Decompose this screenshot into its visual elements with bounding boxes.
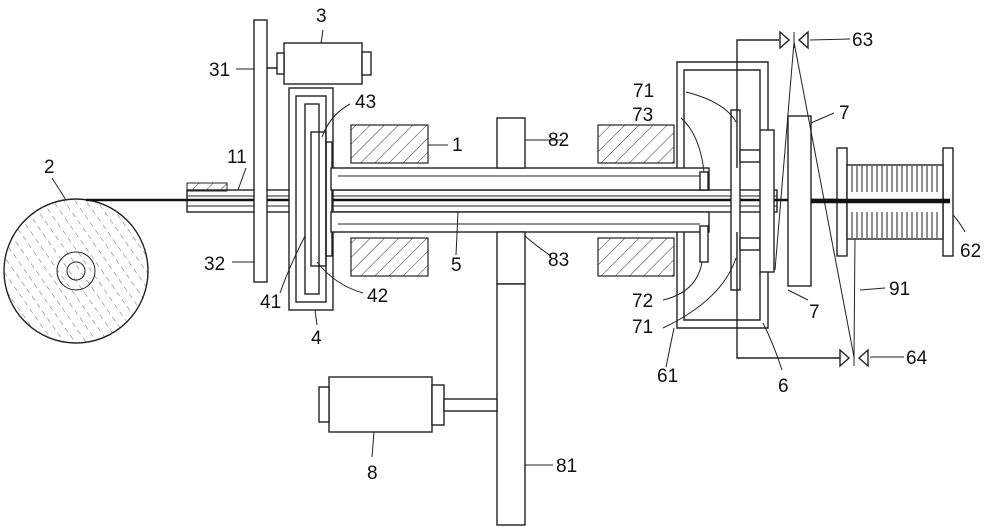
- label-63: 63: [852, 30, 873, 51]
- label-82: 82: [548, 130, 569, 151]
- label-32: 32: [204, 254, 225, 275]
- label-71-top: 71: [633, 81, 654, 102]
- motor-3: [276, 42, 372, 85]
- label-91: 91: [889, 279, 910, 300]
- label-71-bottom: 71: [632, 317, 653, 338]
- label-42: 42: [367, 286, 388, 307]
- reference-labels: 3 31 32 2 11 43 41 42 4 1 5 82 83 81 8 7…: [44, 6, 981, 484]
- hatched-blocks: [350, 124, 675, 277]
- label-41: 41: [260, 292, 281, 313]
- plate-31-32: [253, 19, 284, 283]
- label-1: 1: [452, 135, 463, 156]
- frame-4: [288, 87, 334, 311]
- label-7-bottom: 7: [809, 302, 820, 323]
- label-4: 4: [311, 328, 322, 349]
- label-64: 64: [906, 348, 928, 369]
- label-11: 11: [227, 147, 247, 168]
- label-81: 81: [556, 456, 577, 477]
- label-8: 8: [367, 463, 378, 484]
- label-72: 72: [632, 291, 653, 312]
- label-6: 6: [778, 376, 789, 397]
- label-31: 31: [209, 60, 230, 81]
- label-43: 43: [355, 92, 376, 113]
- label-61: 61: [657, 366, 678, 387]
- label-62: 62: [960, 241, 981, 262]
- label-3: 3: [316, 6, 327, 27]
- label-2: 2: [44, 157, 55, 178]
- label-5: 5: [451, 255, 462, 276]
- label-7-top: 7: [839, 103, 850, 124]
- supply-spool: [3, 198, 190, 344]
- leader-lines: [51, 29, 966, 466]
- gear-81-82: [496, 117, 526, 526]
- takeup-spool: [811, 147, 954, 257]
- motor-8: [318, 376, 498, 433]
- label-83: 83: [548, 250, 569, 271]
- label-73: 73: [632, 105, 653, 126]
